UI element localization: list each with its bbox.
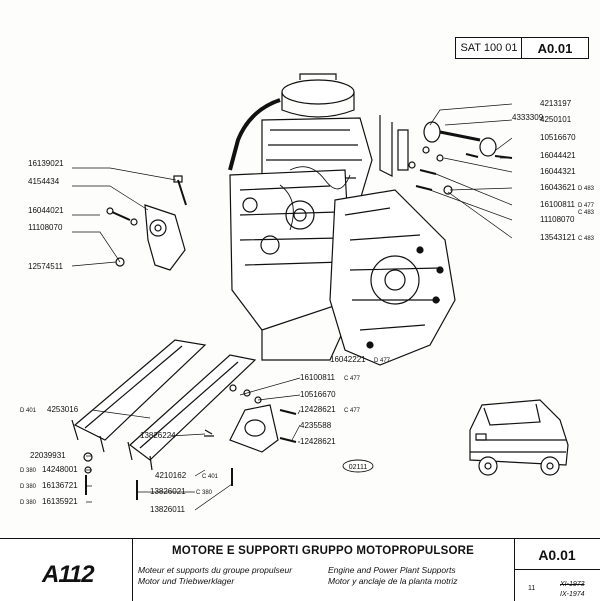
left-engine-mount [106, 175, 187, 271]
upper-reaction-rod [379, 115, 513, 195]
callout-lr-6: 12428621 [300, 437, 336, 446]
callout-ll-8: 13826021 [150, 487, 186, 496]
revision-new: IX-1974 [560, 591, 585, 598]
note-ll-d380-b: D 380 [20, 484, 37, 490]
callout-ll-6: 13826224 [140, 431, 176, 440]
title-block: A112 MOTORE E SUPPORTI GRUPPO MOTOPROPUL… [0, 538, 600, 601]
model-cell: A112 [0, 539, 133, 601]
callout-left-1: 16139021 [28, 159, 64, 168]
callout-ll-2: 22039931 [30, 451, 66, 460]
lower-crossmembers [71, 339, 257, 500]
callout-tr-8: 16100811 [540, 200, 576, 209]
note-ll-d380-a: D 380 [20, 468, 37, 474]
callout-left-3: 16044021 [28, 206, 64, 215]
note-tr-d477: D 477 [578, 203, 595, 209]
footer-code: A0.01 [514, 547, 600, 570]
note-tr-c483-b: C 483 [578, 236, 595, 242]
callout-ll-7: 4210162 [155, 471, 187, 480]
callout-ll-3: 14248001 [42, 465, 78, 474]
callout-lr-5: 4235588 [300, 421, 332, 430]
note-lr-c477-b: C 477 [344, 408, 361, 414]
note-ll-c380: C 380 [196, 490, 213, 496]
sat-reference-box: SAT 100 01 [455, 37, 523, 59]
callout-ll-9: 13826011 [150, 505, 186, 514]
callout-left-2: 4154434 [28, 177, 60, 186]
callout-ll-4: 16136721 [42, 481, 78, 490]
subtitle-es: Motor y anclaje de la planta motriz [328, 576, 458, 586]
callout-tr-9: 11108070 [540, 215, 575, 224]
drawing-reference: 02111 [342, 459, 374, 473]
leader-lines [71, 103, 513, 511]
callout-tr-3: 4250101 [540, 115, 572, 124]
callout-tr-5: 16044421 [540, 151, 576, 160]
exploded-drawing: 16139021 4154434 16044021 11108070 12574… [20, 73, 595, 514]
callout-tr-4: 10516670 [540, 133, 576, 142]
lower-right-mount [229, 384, 297, 486]
page-number: 11 [528, 585, 536, 592]
note-tr-d483: D 483 [578, 186, 595, 192]
model-name: A112 [42, 561, 95, 588]
callout-tr-6: 16044321 [540, 167, 576, 176]
note-ll-d380-c: D 380 [20, 500, 37, 506]
note-ll-d401: D 401 [20, 408, 37, 414]
callout-left-4: 11108070 [28, 223, 63, 232]
callout-lr-4: 12428621 [300, 405, 336, 414]
subtitle-en: Engine and Power Plant Supports [328, 565, 456, 575]
note-tr-c483-a: C 483 [578, 210, 595, 216]
plate-code: A0.01 [537, 40, 573, 56]
subtitle-de: Motor und Triebwerklager [138, 576, 235, 586]
callout-tr-7: 16043621 [540, 183, 576, 192]
code-cell: A0.01 11 XI-1973 IX-1974 [514, 539, 600, 601]
callout-ll-1: 4253016 [47, 405, 79, 414]
description-cell: MOTORE E SUPPORTI GRUPPO MOTOPROPULSORE … [132, 539, 515, 601]
plate-code-box: A0.01 [521, 37, 589, 59]
note-ll-c401: C 401 [202, 474, 219, 480]
revision-old: XI-1973 [560, 581, 585, 588]
callout-lr-2: 16100811 [300, 373, 336, 382]
callout-lr-3: 10516670 [300, 390, 336, 399]
note-lr-c477-a: C 477 [344, 376, 361, 382]
note-lr-d477: D 477 [374, 358, 391, 364]
section-title: MOTORE E SUPPORTI GRUPPO MOTOPROPULSORE [172, 545, 474, 557]
callout-ll-5: 16135921 [42, 497, 78, 506]
callout-left-5: 12574511 [28, 262, 64, 271]
drawing-ref-number: 02111 [349, 464, 368, 471]
callout-tr-10: 13543121 [540, 233, 576, 242]
car-illustration [469, 399, 569, 476]
subtitle-fr: Moteur et supports du groupe propulseur [138, 565, 293, 575]
sat-label: SAT 100 01 [460, 42, 518, 54]
callout-tr-2: 4333309 [512, 113, 544, 122]
engine-illustration [228, 73, 456, 366]
callout-tr-1: 4213197 [540, 99, 572, 108]
callout-lr-1: 16042221 [330, 355, 366, 364]
